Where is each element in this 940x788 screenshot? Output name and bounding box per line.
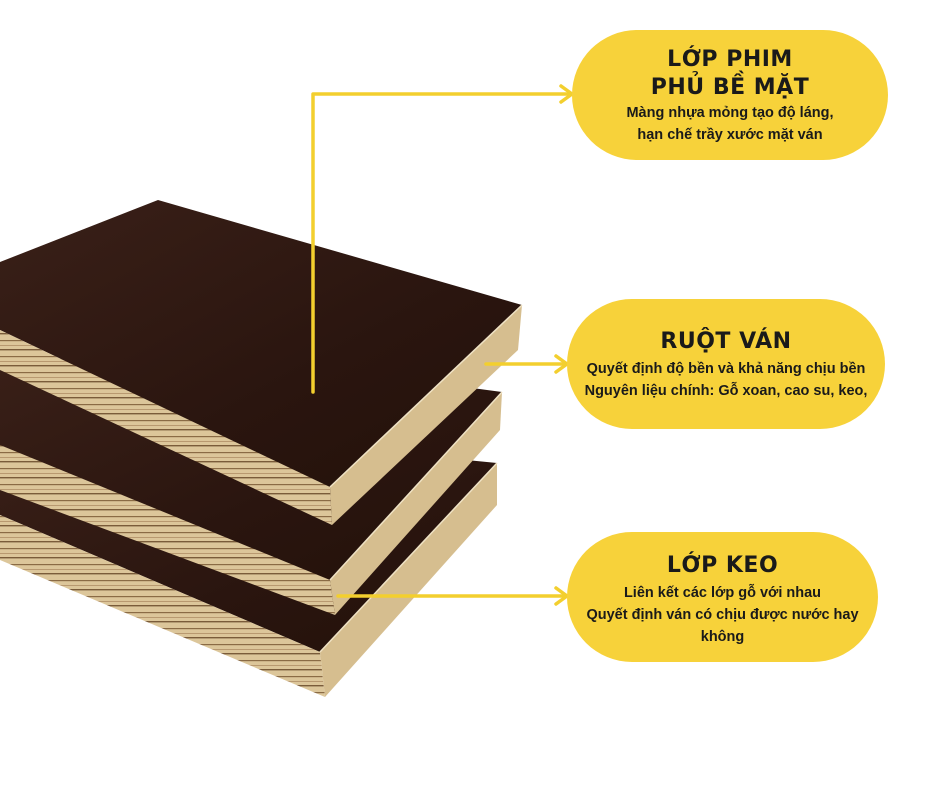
callout-title: LỚP PHIM PHỦ BỀ MẶT [650, 47, 810, 100]
callout-title: RUỘT VÁN [660, 329, 792, 354]
callout-title: LỚP KEO [666, 553, 779, 578]
sheet-top-edge-side [330, 305, 522, 525]
sheet-bottom-edge-front [0, 515, 325, 697]
sheet-middle-edge-side [330, 392, 502, 615]
callout-text: Nguyên liệu chính: Gỗ xoan, cao su, keo, [584, 383, 868, 399]
callout-core-layer: RUỘT VÁN Quyết định độ bền và khả năng c… [567, 299, 885, 429]
sheet-top-face [0, 200, 522, 487]
callout-text: Màng nhựa mỏng tạo độ láng, [626, 105, 834, 121]
callout-glue-layer: LỚP KEO Liên kết các lớp gỗ với nhau Quy… [567, 532, 878, 662]
callout-text: Quyết định ván có chịu được nước hay khô… [586, 607, 859, 645]
callout-text: Liên kết các lớp gỗ với nhau [623, 585, 822, 601]
callout-text: hạn chế trầy xước mặt ván [637, 127, 823, 143]
sheet-bottom-edge-side [320, 463, 497, 697]
callout-film-layer: LỚP PHIM PHỦ BỀ MẶT Màng nhựa mỏng tạo đ… [572, 30, 888, 160]
sheet-top-edge-front [0, 330, 332, 525]
callout-text: Quyết định độ bền và khả năng chịu bền [586, 361, 866, 377]
sheet-middle-edge-front [0, 445, 335, 615]
plywood-sheet-top [0, 200, 523, 525]
